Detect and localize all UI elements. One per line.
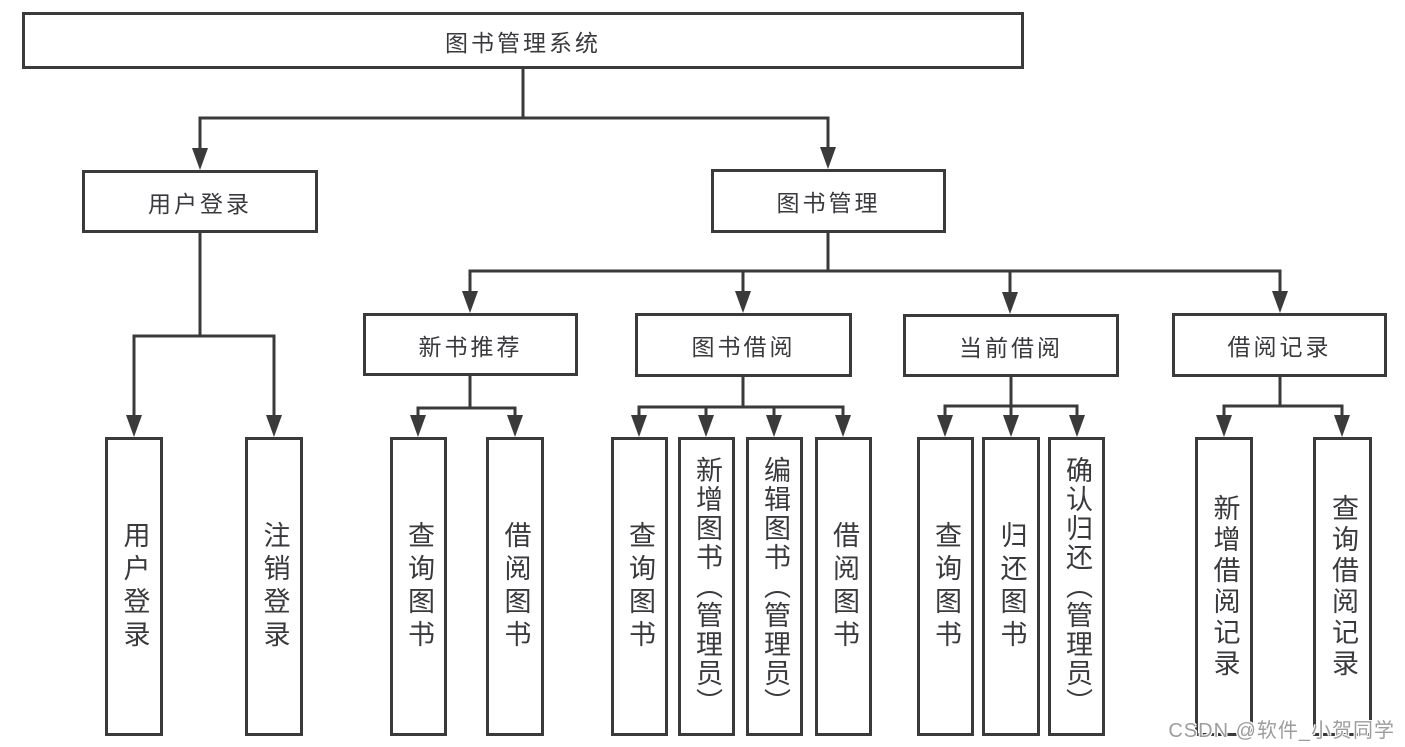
node-label: 确认归还（管理员）	[1062, 456, 1092, 717]
node-label: 查询图书	[625, 520, 655, 653]
node-label: 查询图书	[404, 520, 434, 653]
node-borrowing-records: 借阅记录	[1172, 313, 1387, 377]
node-label: 新增借阅记录	[1209, 493, 1240, 680]
node-label: 用户登录	[148, 190, 252, 217]
connector-paths	[132, 68, 1344, 418]
node-label: 用户登录	[119, 520, 150, 653]
leaf-return-books: 归还图书	[982, 437, 1040, 736]
node-label: 新增图书（管理员）	[692, 456, 722, 717]
node-book-management: 图书管理	[711, 169, 946, 233]
node-label: 图书借阅	[691, 334, 796, 360]
node-library-management-system: 图书管理系统	[22, 12, 1024, 69]
node-label: 借阅记录	[1227, 334, 1332, 360]
node-current-borrowing: 当前借阅	[903, 314, 1119, 377]
node-label: 注销登录	[259, 520, 290, 653]
node-user-login: 用户登录	[82, 170, 318, 233]
leaf-add-borrow-record: 新增借阅记录	[1195, 437, 1253, 736]
leaf-query-books: 查询图书	[917, 437, 974, 736]
watermark-text: CSDN @软件_小贺同学	[1168, 720, 1395, 742]
node-label: 查询图书	[931, 520, 961, 653]
leaf-query-borrow-record: 查询借阅记录	[1313, 437, 1372, 736]
node-label: 图书管理系统	[445, 29, 601, 56]
node-label: 查询借阅记录	[1328, 493, 1358, 680]
leaf-query-books: 查询图书	[390, 437, 447, 736]
leaf-logout: 注销登录	[245, 437, 303, 736]
node-label: 借阅图书	[500, 520, 531, 653]
leaf-query-books: 查询图书	[611, 437, 668, 736]
node-label: 新书推荐	[418, 333, 523, 360]
node-book-borrowing: 图书借阅	[635, 313, 852, 377]
leaf-confirm-return-admin: 确认归还（管理员）	[1048, 437, 1105, 736]
arrow-heads	[126, 147, 1350, 437]
leaf-borrow-books: 借阅图书	[486, 437, 544, 736]
node-label: 归还图书	[996, 520, 1027, 653]
leaf-edit-books-admin: 编辑图书（管理员）	[746, 437, 803, 736]
node-new-book-recommendation: 新书推荐	[363, 313, 578, 376]
leaf-user-login: 用户登录	[105, 437, 163, 736]
node-label: 图书管理	[776, 190, 881, 216]
node-label: 当前借阅	[959, 334, 1063, 361]
leaf-borrow-books: 借阅图书	[815, 437, 872, 736]
node-label: 借阅图书	[829, 520, 859, 653]
node-label: 编辑图书（管理员）	[760, 456, 790, 717]
leaf-add-books-admin: 新增图书（管理员）	[678, 437, 735, 736]
